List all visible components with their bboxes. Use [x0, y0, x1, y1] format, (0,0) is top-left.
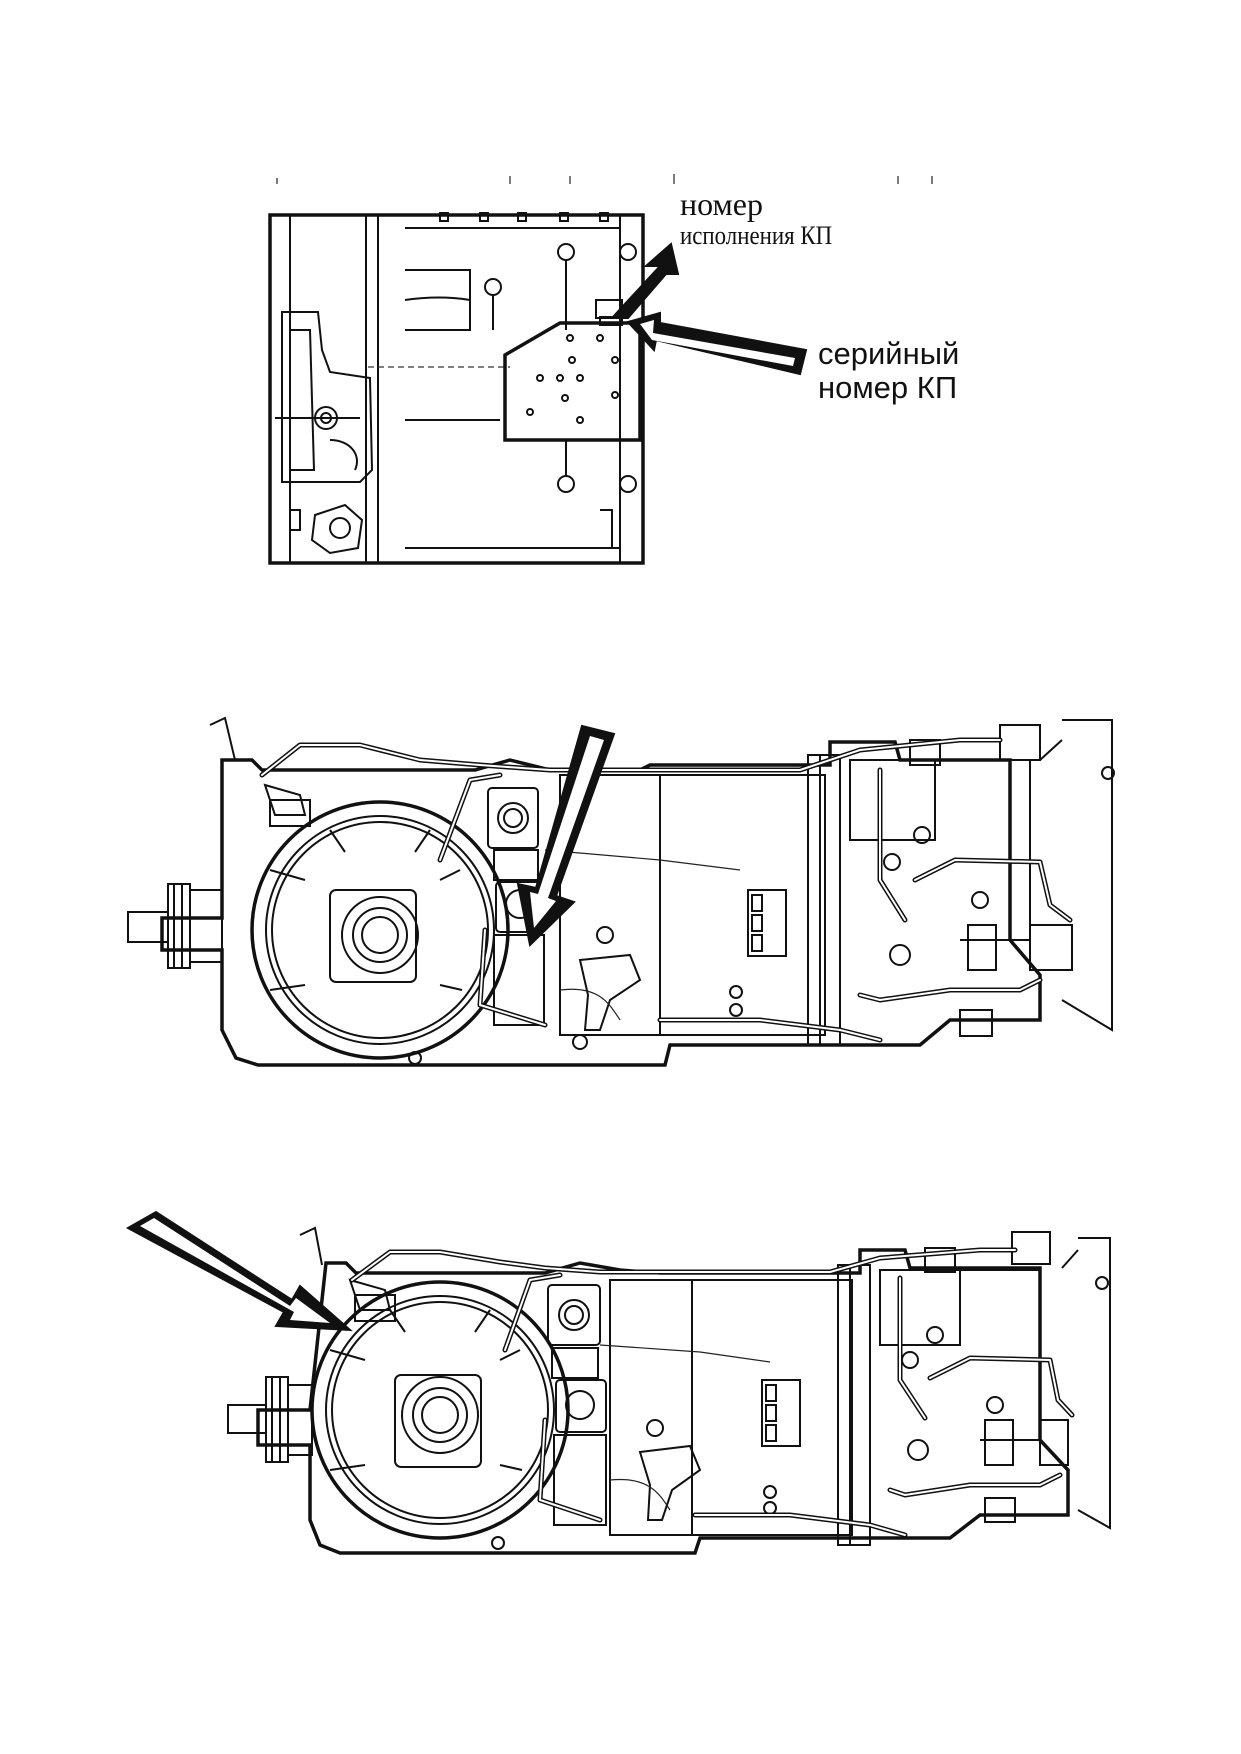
label-variant-number-line1: номер — [680, 186, 763, 222]
arrow-variant-number — [609, 242, 680, 319]
label-variant-number-line2: исполнения КП — [680, 221, 833, 250]
arrow-serial-number — [626, 311, 808, 376]
gearbox-top-view — [268, 174, 933, 565]
label-serial-number-line1: серийный — [818, 336, 960, 371]
arrow-gearbox-valve — [516, 724, 616, 948]
gearbox-side-view-2 — [227, 1226, 1111, 1555]
arrow-flywheel-housing — [125, 1210, 353, 1332]
label-serial-number-line2: номер КП — [818, 370, 958, 405]
gearbox-side-view-1 — [127, 716, 1115, 1067]
